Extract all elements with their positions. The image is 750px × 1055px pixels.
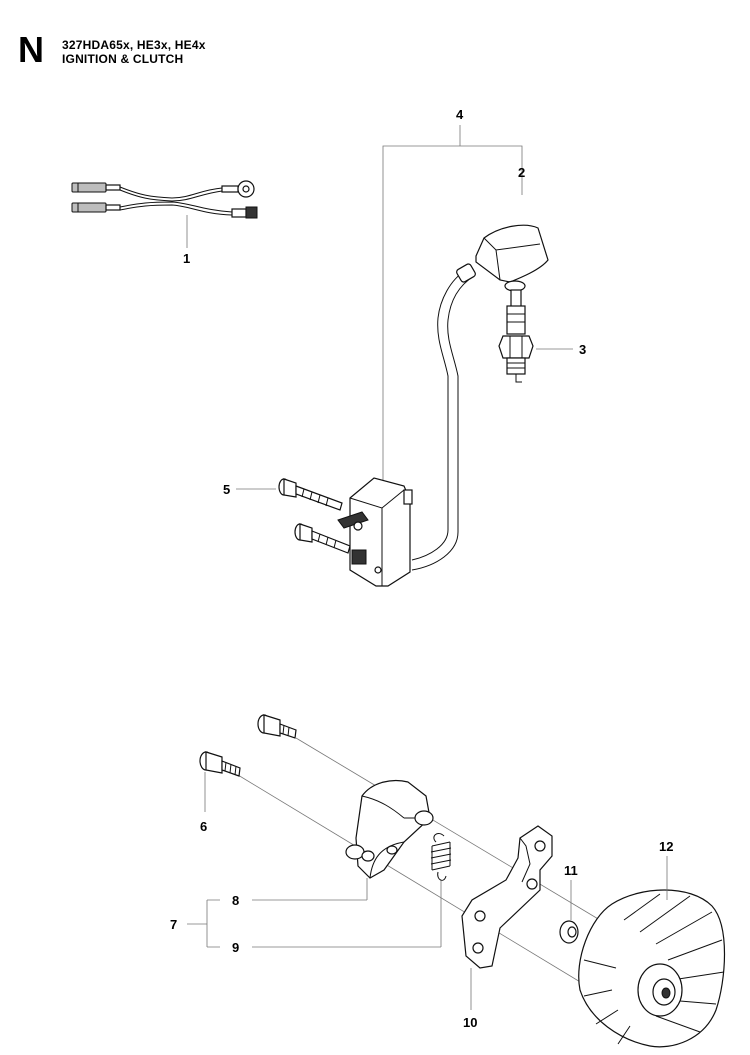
callout-5: 5 xyxy=(223,482,230,497)
ignition-lead-wire xyxy=(411,263,476,571)
callout-10: 10 xyxy=(463,1015,477,1030)
assembly-axis-lines xyxy=(237,737,651,1001)
section-title: IGNITION & CLUTCH xyxy=(62,52,184,66)
shoulder-screw-lower[interactable] xyxy=(199,751,241,777)
ignition-module-part[interactable] xyxy=(337,477,413,587)
callout-8: 8 xyxy=(232,893,239,908)
callout-6: 6 xyxy=(200,819,207,834)
callout-1: 1 xyxy=(183,251,190,266)
callout-3: 3 xyxy=(579,342,586,357)
clutch-spring-part[interactable] xyxy=(430,833,452,881)
callout-4: 4 xyxy=(456,107,464,122)
ignition-screw-upper[interactable] xyxy=(278,478,343,511)
callout-12: 12 xyxy=(659,839,673,854)
spark-plug-part[interactable] xyxy=(498,289,534,383)
washer-part[interactable] xyxy=(559,920,579,944)
clutch-shoe-part[interactable] xyxy=(345,779,434,879)
spark-plug-boot-part[interactable] xyxy=(475,224,549,292)
callout-11: 11 xyxy=(564,863,578,878)
flywheel-part[interactable] xyxy=(578,889,726,1048)
wire-harness-part[interactable] xyxy=(71,180,258,219)
model-list: 327HDA65x, HE3x, HE4x xyxy=(62,38,206,52)
callout-2: 2 xyxy=(518,165,525,180)
shoulder-screw-upper[interactable] xyxy=(257,714,297,739)
callout-9: 9 xyxy=(232,940,239,955)
ignition-screw-lower[interactable] xyxy=(294,523,351,554)
callout-7: 7 xyxy=(170,917,177,932)
clutch-bracket-part[interactable] xyxy=(461,825,553,969)
section-letter: N xyxy=(18,29,44,70)
